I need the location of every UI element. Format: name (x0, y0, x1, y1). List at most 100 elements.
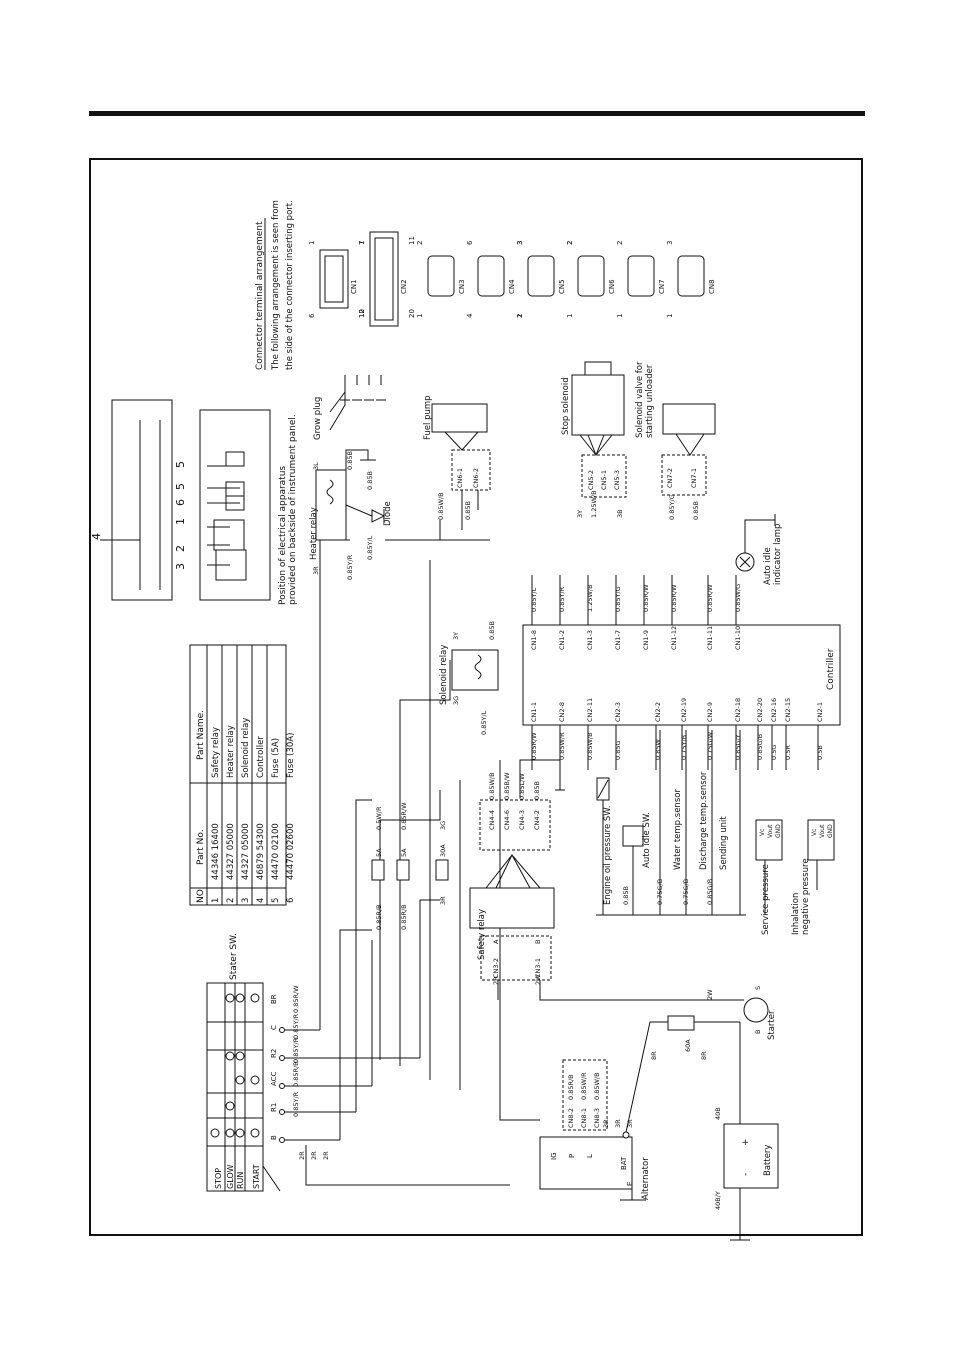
table-header-partname: Part Name. (196, 710, 206, 760)
wire-label: CN7-2 (666, 468, 674, 488)
controller-pin-bottom: CN2-16 (770, 698, 778, 722)
connector-body (527, 255, 555, 297)
controller-pin-top: CN1-11 (706, 626, 714, 650)
wire-label: 3R (312, 566, 320, 575)
panel-callout: 6 (174, 499, 187, 506)
connector-pin-label: 1 (566, 314, 574, 318)
wire-label: 8R (650, 1051, 658, 1060)
connector-pin-label: 6 (466, 240, 474, 245)
glow-plugs: Grow plug (313, 375, 386, 440)
wire-label: 0.5G (770, 745, 778, 760)
connector-pin-label: 3 (516, 241, 524, 245)
unloader-label-1: Solenoid valve for (635, 361, 645, 438)
wire-label: 0.75Y/B (680, 735, 688, 760)
diagram-frame (89, 158, 863, 1236)
battery: + - Battery 40B 40B/Y (714, 1022, 779, 1241)
connector-name: CN6 (608, 279, 616, 294)
connector-body (319, 249, 349, 309)
connector-pins (324, 255, 344, 303)
wire-label: 0.85Y/L (366, 535, 374, 560)
wire-label: 0.85B/W (503, 772, 511, 800)
starter: S B Starter 2W 2R 2W (492, 974, 777, 1040)
wire-label: CN5-2 (587, 470, 595, 490)
wire-label: 3Y (576, 510, 584, 518)
panel-callout: 5 (174, 461, 187, 468)
controller-pin-top: CN1-8 (530, 630, 538, 650)
panel-caption-2: provided on backside of instrument panel… (288, 414, 298, 605)
wire-label: 0.85G/B (706, 879, 714, 905)
wire-label: 3B (616, 509, 624, 518)
connector-pin-label: 7 (358, 241, 366, 245)
switch-terminal-c: C (270, 1025, 278, 1030)
connector-pin-label: 2 (566, 241, 574, 245)
table-cell-no: 3 (241, 898, 251, 903)
wire-label: CN4-4 (488, 810, 496, 830)
wire-label: 2W (706, 989, 714, 1000)
table-cell-no: 4 (256, 898, 266, 903)
connector-pin-label: 1 (308, 241, 316, 245)
wire-label: 0.85R/B (375, 904, 383, 930)
wire-label: 0.85Y/L (530, 587, 538, 612)
switch-terminal-b: B (270, 1135, 278, 1140)
sensor-pin: Vout (819, 824, 826, 838)
controller-pin-bottom: CN2-2 (654, 702, 662, 722)
wire-label: 0.5R (784, 745, 792, 760)
sensor-pin: Vc (811, 829, 818, 836)
wire-label: 0.85B (488, 621, 496, 640)
wire-label: 0.75G/W (706, 731, 714, 760)
solenoid-relay: Solenoid relay 3G 3Y 0.85B 0.85Y/L (439, 621, 499, 735)
panel-caption-1: Position of electrical apparatus (278, 466, 288, 605)
connector-pin-label: 2 (416, 241, 424, 245)
connector-pin-label: 12 (358, 309, 366, 318)
wire-label: 3Y (452, 632, 460, 640)
wire-label: 0.5W/R (375, 806, 383, 830)
table-cell-partno: 44327 05000 (241, 823, 251, 880)
wire-label: 0.85B (366, 471, 374, 490)
connector-cn8: CN8 1 3 (666, 241, 716, 318)
table-cell-partname: Controller (256, 736, 266, 778)
connector-pins (374, 237, 394, 321)
heater-relay: Heater relay Diode 3R 3L 0.85B 0.85B 0.8… (309, 449, 472, 580)
switch-position-start: START (252, 1164, 261, 1189)
wire-label: 0.85Y/R (292, 1013, 300, 1039)
wire-label: 2W (534, 974, 542, 985)
connector-pin-label: 11 (408, 236, 416, 245)
wire-label: A (492, 939, 500, 944)
wire-label: 0.85Y/G (668, 494, 676, 520)
wire-label: 3R (602, 1119, 610, 1128)
controller-pin-top: CN1-7 (614, 630, 622, 650)
wire-label: 2R (298, 1151, 306, 1160)
table-cell-partname: Fuse (30A) (286, 733, 296, 778)
switch-position-run: RUN (236, 1172, 245, 1189)
wire-label: 3R (626, 1119, 634, 1128)
wire-label: 0.85R/W (670, 584, 678, 612)
wire-label: 0.85W/B (586, 732, 594, 760)
wire-label: B (534, 940, 542, 944)
sensor-pin: Vout (767, 824, 774, 838)
connector-pin-label: 1 (666, 314, 674, 318)
controller-pin-bottom: CN2-9 (706, 702, 714, 722)
wire-label: 0.85Y/L (480, 710, 488, 735)
wire-label: 0.85L/W (518, 773, 526, 800)
table-cell-partno: 44470 02100 (271, 823, 281, 880)
wire-label: 0.85W/B (488, 772, 496, 800)
controller-pin-bottom: CN2-19 (680, 698, 688, 722)
connector-name: CN3 (458, 279, 466, 294)
connector-pin-label: 3 (666, 241, 674, 245)
controller-pin-bottom: CN2-3 (614, 702, 622, 722)
connector-pin-label: 2 (516, 314, 524, 318)
wire-label: 0.5B (816, 745, 824, 760)
alternator-label: Alternator (641, 1157, 651, 1200)
connector-name: CN8 (708, 279, 716, 294)
connector-line-2: the side of the connector inserting port… (285, 200, 295, 370)
wire-label: 3G (439, 821, 447, 830)
connector-pin-label: 20 (408, 309, 416, 318)
starter-pin: B (754, 1030, 762, 1034)
water-temp-label: Water temp.sensor (673, 789, 683, 870)
wire-label: 0.85R/B (292, 1061, 300, 1087)
